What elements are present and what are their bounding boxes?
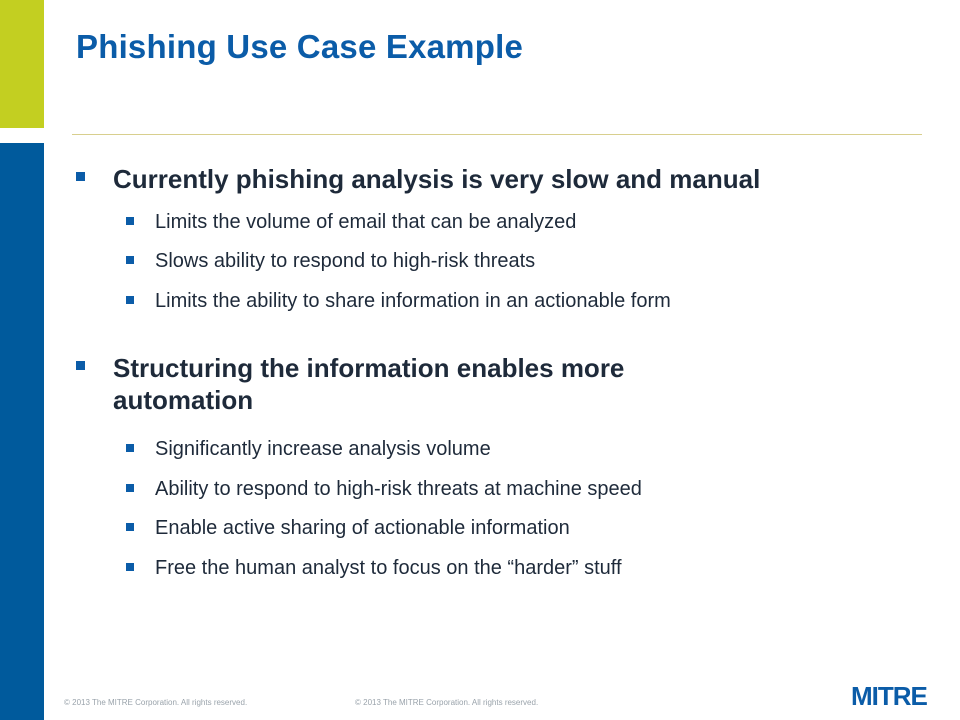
list-item-text: Enable active sharing of actionable info… <box>155 517 570 539</box>
section-2-heading-line-2: automation <box>113 385 254 415</box>
square-bullet-icon <box>126 484 134 492</box>
square-bullet-icon <box>76 361 85 370</box>
list-item: Ability to respond to high-risk threats … <box>126 477 886 501</box>
list-item: Limits the ability to share information … <box>126 289 886 313</box>
section-1-heading-bullet: Currently phishing analysis is very slow… <box>76 163 796 195</box>
list-item-text: Ability to respond to high-risk threats … <box>155 478 642 500</box>
list-item: Slows ability to respond to high-risk th… <box>126 249 886 273</box>
square-bullet-icon <box>126 444 134 452</box>
list-item-text: Slows ability to respond to high-risk th… <box>155 250 536 272</box>
list-item-text: Free the human analyst to focus on the “… <box>155 557 622 579</box>
square-bullet-icon <box>126 217 134 225</box>
list-item-text: Limits the ability to share information … <box>155 290 671 312</box>
square-bullet-icon <box>126 256 134 264</box>
list-item-text: Limits the volume of email that can be a… <box>155 211 577 233</box>
section-2-heading-line-1: Structuring the information enables more <box>113 353 625 383</box>
list-item: Limits the volume of email that can be a… <box>126 210 886 234</box>
section-2-heading-bullet: Structuring the information enables more… <box>76 352 796 416</box>
list-item: Significantly increase analysis volume <box>126 437 886 461</box>
section-1-heading: Currently phishing analysis is very slow… <box>113 164 761 194</box>
mitre-logo: MITRE <box>851 681 928 711</box>
accent-bar-side <box>0 143 44 720</box>
list-item-text: Significantly increase analysis volume <box>155 438 491 460</box>
list-item: Enable active sharing of actionable info… <box>126 516 886 540</box>
list-item: Free the human analyst to focus on the “… <box>126 556 886 580</box>
slide-title: Phishing Use Case Example <box>76 28 524 65</box>
square-bullet-icon <box>126 523 134 531</box>
footer-copyright-2: © 2013 The MITRE Corporation. All rights… <box>355 698 539 707</box>
square-bullet-icon <box>76 172 85 181</box>
square-bullet-icon <box>126 563 134 571</box>
accent-bar-top <box>0 0 44 128</box>
title-divider <box>72 134 922 135</box>
square-bullet-icon <box>126 296 134 304</box>
footer-copyright-1: © 2013 The MITRE Corporation. All rights… <box>64 698 248 707</box>
